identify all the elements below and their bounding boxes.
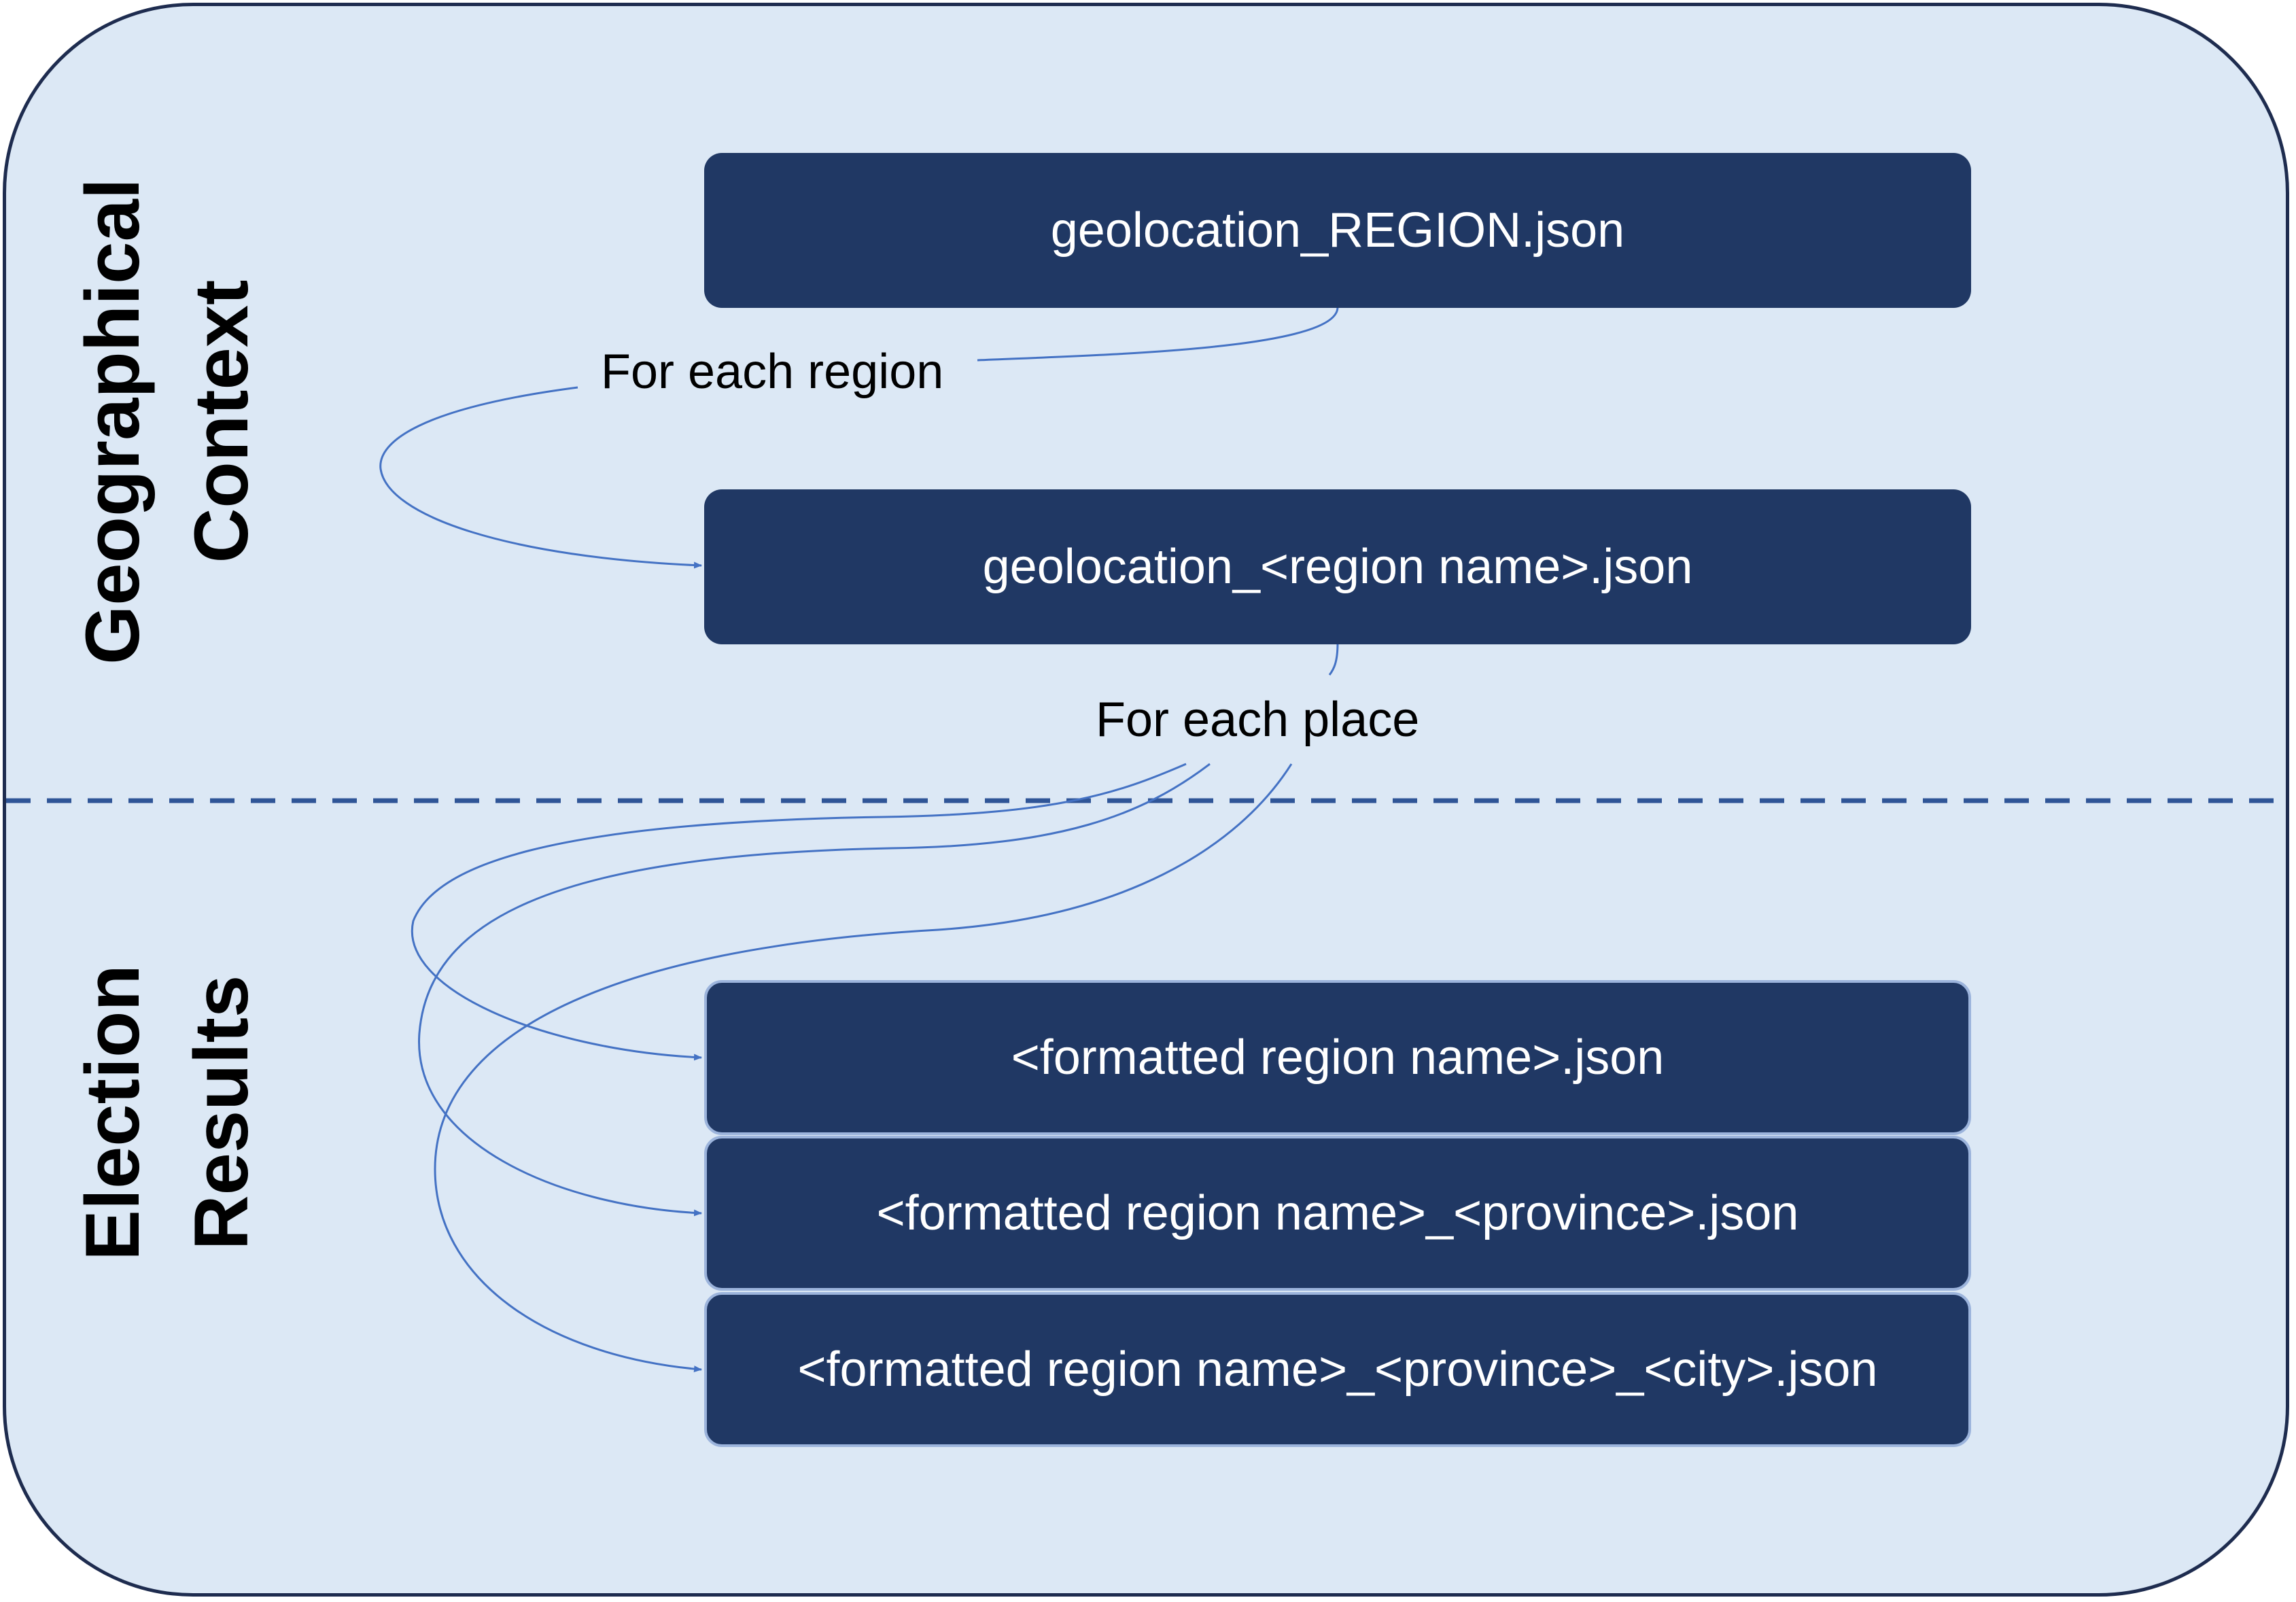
edge-label-for-each-place: For each place (1096, 693, 1420, 747)
section-title-election-results: Election Results (58, 964, 276, 1261)
connector-place-stem (1328, 642, 1339, 676)
node-geolocation-region: geolocation_REGION.json (704, 153, 1971, 308)
node-geolocation-region-name: geolocation_<region name>.json (704, 489, 1971, 644)
section-title-top-line2: Context (179, 279, 264, 563)
connector-place-to-region (411, 763, 1187, 1061)
connector-region-line (977, 307, 1339, 362)
connector-place-to-city (434, 763, 1293, 1373)
connector-place-to-province (418, 763, 1211, 1217)
node-formatted-region: <formatted region name>.json (704, 980, 1971, 1135)
connector-region-arrow (379, 386, 702, 569)
section-title-top-line1: Geographical (70, 178, 155, 665)
node-formatted-province: <formatted region name>_<province>.json (704, 1136, 1971, 1291)
node-formatted-city: <formatted region name>_<province>_<city… (704, 1292, 1971, 1447)
edge-label-for-each-region: For each region (601, 345, 944, 399)
section-title-bottom-line1: Election (70, 964, 155, 1261)
section-title-geographical-context: Geographical Context (58, 178, 276, 665)
section-title-bottom-line2: Results (179, 975, 264, 1251)
